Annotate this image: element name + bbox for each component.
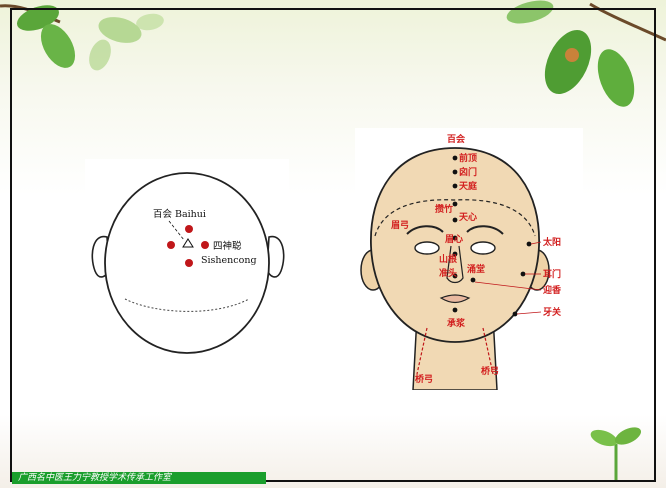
label-qiaogong-left: 桥弓 [415, 373, 433, 385]
sishencong-point [167, 241, 175, 249]
footer-text: 广西名中医王力宁教授学术传承工作室 [18, 472, 171, 484]
label-taiyang: 太阳 [542, 236, 561, 248]
sishencong-label-en: Sishencong [201, 255, 257, 266]
sishencong-point [201, 241, 209, 249]
label-tianxin: 天心 [459, 212, 477, 223]
baihui-label-en: Baihui [175, 209, 206, 220]
label-qiaogong-right: 桥弓 [481, 365, 499, 377]
label-chengjiang: 承浆 [447, 317, 466, 329]
sishencong-point [185, 259, 193, 267]
label-yingxiang: 迎香 [543, 284, 562, 296]
label-xinmen: 囟门 [459, 166, 477, 178]
label-tianting: 天庭 [459, 180, 478, 192]
sishencong-point [185, 225, 193, 233]
label-cuanzhu: 攒竹 [435, 203, 453, 215]
label-zhuntou: 准头 [439, 267, 457, 279]
front-face-figure: 百会 前顶 囟门 天庭 攒竹 天心 眉弓 眉心 山根 准头 涌堂 太阳 耳门 迎… [355, 128, 583, 390]
sishencong-label-cn: 四神聪 [213, 240, 242, 252]
label-meigong: 眉弓 [391, 220, 409, 231]
label-meixin: 眉心 [445, 234, 463, 245]
back-head-figure: 百会 Baihui 四神聪 Sishencong [85, 159, 289, 355]
label-qianding: 前顶 [459, 152, 477, 164]
label-baihui: 百会 [447, 133, 466, 145]
label-ermen: 耳门 [543, 268, 561, 280]
front-face-diagram: 百会 前顶 囟门 天庭 攒竹 天心 眉弓 眉心 山根 准头 涌堂 太阳 耳门 迎… [355, 128, 583, 390]
label-shangen: 山根 [439, 253, 458, 265]
label-yaguan: 牙关 [543, 306, 561, 318]
back-head-diagram: 百会 Baihui 四神聪 Sishencong [85, 159, 289, 355]
label-yongtang: 涌堂 [467, 263, 485, 275]
baihui-label-cn: 百会 [153, 208, 173, 220]
